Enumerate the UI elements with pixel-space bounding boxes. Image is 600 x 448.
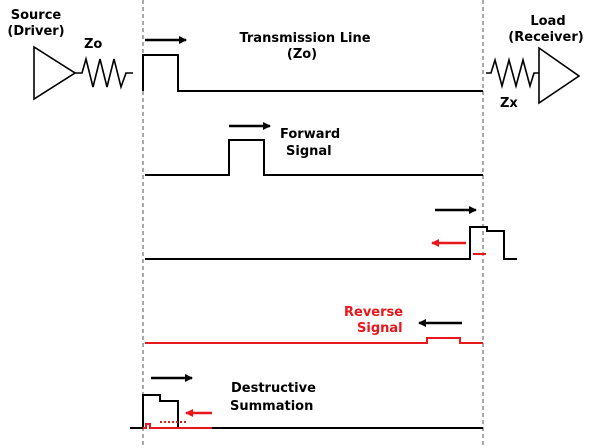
destructive-sublabel: Summation <box>230 399 313 414</box>
source-impedance-label: Zo <box>84 37 102 52</box>
load-resistor-icon <box>486 56 539 90</box>
driver-buffer-icon <box>33 45 77 101</box>
row-pulse-at-load <box>145 206 517 260</box>
source-driver: Source (Driver) Zo <box>7 8 133 101</box>
source-resistor-icon <box>75 55 133 90</box>
load-sublabel: (Receiver) <box>508 30 583 45</box>
row-transmission-line: Transmission Line (Zo) <box>142 31 483 92</box>
pulse-trace-1 <box>142 54 483 92</box>
reflected-trace-5 <box>143 423 212 429</box>
line-title: Transmission Line <box>239 31 370 46</box>
load-label: Load <box>530 14 565 29</box>
receiver-buffer-icon <box>538 46 581 105</box>
summation-trace-5 <box>130 394 483 429</box>
load-receiver: Load (Receiver) Zx <box>486 14 584 111</box>
forward-sublabel: Signal <box>286 144 332 159</box>
reflected-trace-4 <box>145 337 483 344</box>
load-impedance-label: Zx <box>500 96 518 111</box>
destructive-label: Destructive <box>231 381 316 396</box>
pulse-trace-3 <box>145 226 517 260</box>
pulse-trace-2 <box>145 139 483 176</box>
line-title-impedance: (Zo) <box>287 47 317 62</box>
source-label: Source <box>11 8 62 23</box>
reverse-label: Reverse <box>344 305 403 320</box>
row-destructive-summation: Destructive Summation <box>130 374 483 429</box>
reverse-sublabel: Signal <box>357 321 403 336</box>
forward-label: Forward <box>280 127 340 142</box>
row-forward-signal: Forward Signal <box>145 122 483 176</box>
source-sublabel: (Driver) <box>7 24 64 39</box>
row-reverse-signal: Reverse Signal <box>145 305 483 344</box>
